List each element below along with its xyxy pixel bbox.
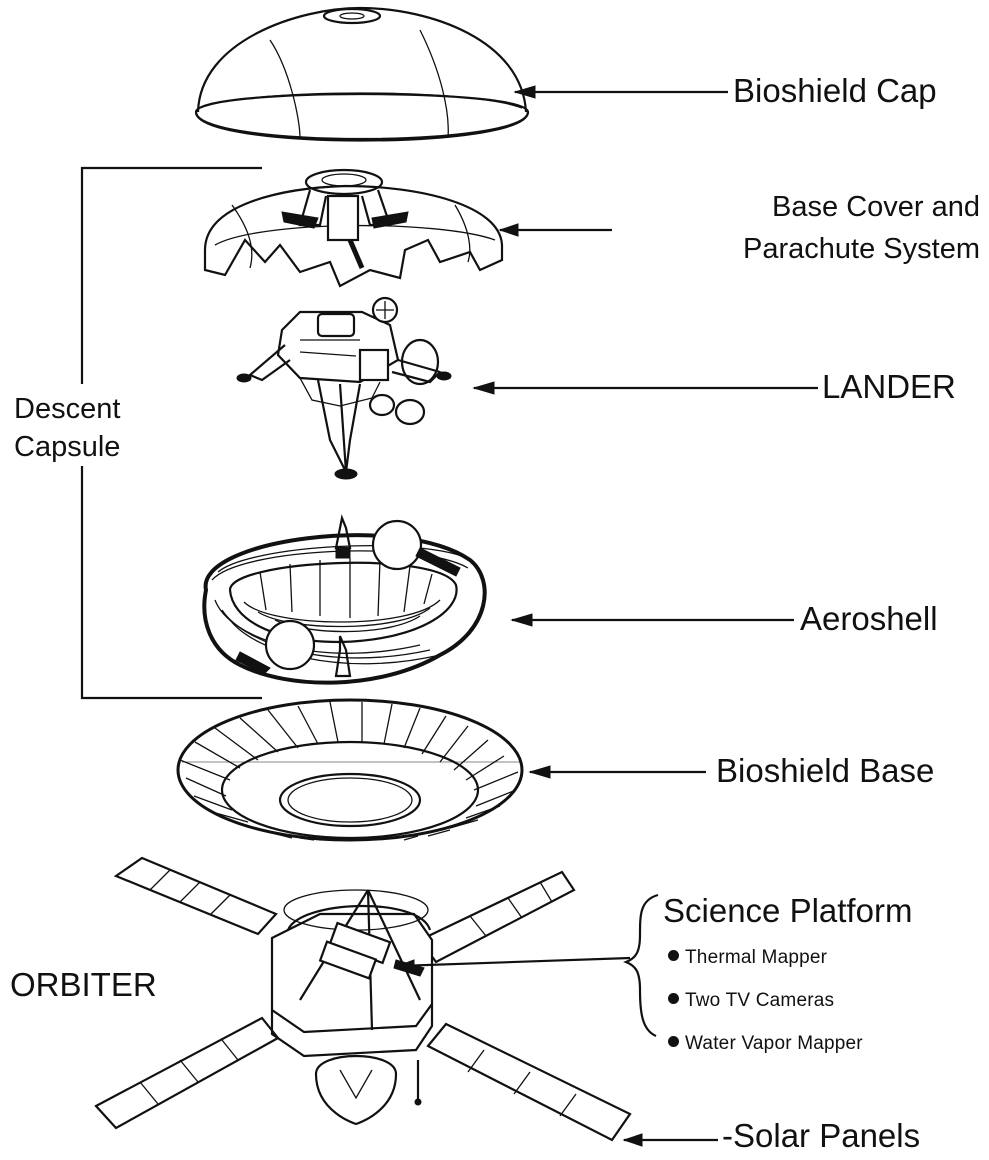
science-item-label: Two TV Cameras — [685, 990, 834, 1011]
bullet-icon — [668, 1036, 679, 1047]
aeroshell-drawing — [204, 518, 484, 683]
bullet-icon — [668, 993, 679, 1004]
science-item-tv-cameras: Two TV Cameras — [668, 991, 834, 1011]
science-item-label: Water Vapor Mapper — [685, 1033, 863, 1054]
base-cover-label-line1: Base Cover and — [640, 192, 980, 222]
science-item-label: Thermal Mapper — [685, 947, 827, 968]
bioshield-cap-label: Bioshield Cap — [733, 74, 937, 109]
lander-label: LANDER — [822, 370, 956, 405]
lander-drawing — [237, 298, 451, 479]
bioshield-base-drawing — [178, 700, 522, 840]
arrowhead-icon — [500, 224, 518, 236]
science-platform-brace — [626, 895, 658, 1036]
arrowhead-icon — [474, 382, 494, 394]
orbiter-label: ORBITER — [10, 968, 157, 1003]
bioshield-cap-drawing — [196, 8, 528, 141]
aeroshell-label: Aeroshell — [800, 602, 938, 637]
descent-capsule-label-line2: Capsule — [14, 432, 120, 462]
science-item-thermal-mapper: Thermal Mapper — [668, 948, 827, 968]
bioshield-base-label: Bioshield Base — [716, 754, 934, 789]
base-cover-label-line2: Parachute System — [640, 234, 980, 264]
science-item-water-vapor-mapper: Water Vapor Mapper — [668, 1034, 863, 1054]
descent-capsule-label-line1: Descent — [14, 394, 120, 424]
arrowhead-icon — [515, 86, 535, 98]
arrowhead-icon — [530, 766, 550, 778]
orbiter-drawing — [96, 858, 630, 1140]
arrowhead-icon — [512, 614, 532, 626]
solar-panels-text: Solar Panels — [733, 1117, 920, 1154]
science-platform-label: Science Platform — [663, 894, 912, 929]
base-cover-drawing — [205, 170, 502, 286]
bullet-icon — [668, 950, 679, 961]
solar-panels-label: -Solar Panels — [722, 1119, 920, 1154]
descent-capsule-bracket-top — [82, 168, 262, 384]
arrowhead-icon — [624, 1134, 642, 1146]
